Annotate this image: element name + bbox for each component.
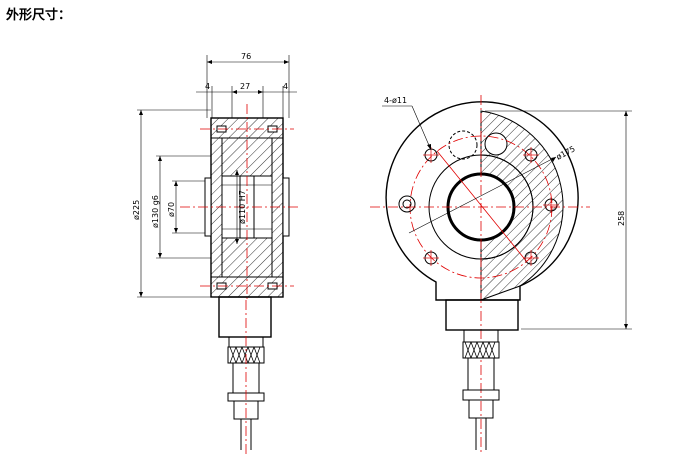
dim-outer-diameter: ø225 [132,109,211,298]
dim-label-70: ø70 [167,202,176,217]
dim-inner-width: 27 4 4 [196,82,297,118]
dim-label-225: ø225 [132,200,141,220]
dim-bore-diameter: ø110 H7 [235,170,247,244]
dim-overall-width: 76 [206,52,290,118]
page-title: 外形尺寸： [6,8,72,23]
dim-label-175: ø175 [555,144,577,161]
dim-label-130: ø130 g6 [151,195,160,228]
dim-label-76: 76 [241,52,251,61]
dim-label-hole: 4-ø11 [384,96,407,105]
dim-label-4-left: 4 [205,82,210,91]
side-section-view: 76 27 4 4 [132,52,300,455]
dim-label-110: ø110 H7 [238,190,247,224]
dim-height: 258 [485,110,632,330]
dim-inner-diameter: ø70 [167,180,205,234]
dim-spigot-diameter: ø130 g6 [151,155,211,259]
dim-label-4-right: 4 [283,82,288,91]
front-view: 4-ø11 ø175 258 [370,95,632,455]
dim-label-27: 27 [240,82,250,91]
dim-label-258: 258 [617,211,626,226]
hole-callout: 4-ø11 [382,96,432,151]
